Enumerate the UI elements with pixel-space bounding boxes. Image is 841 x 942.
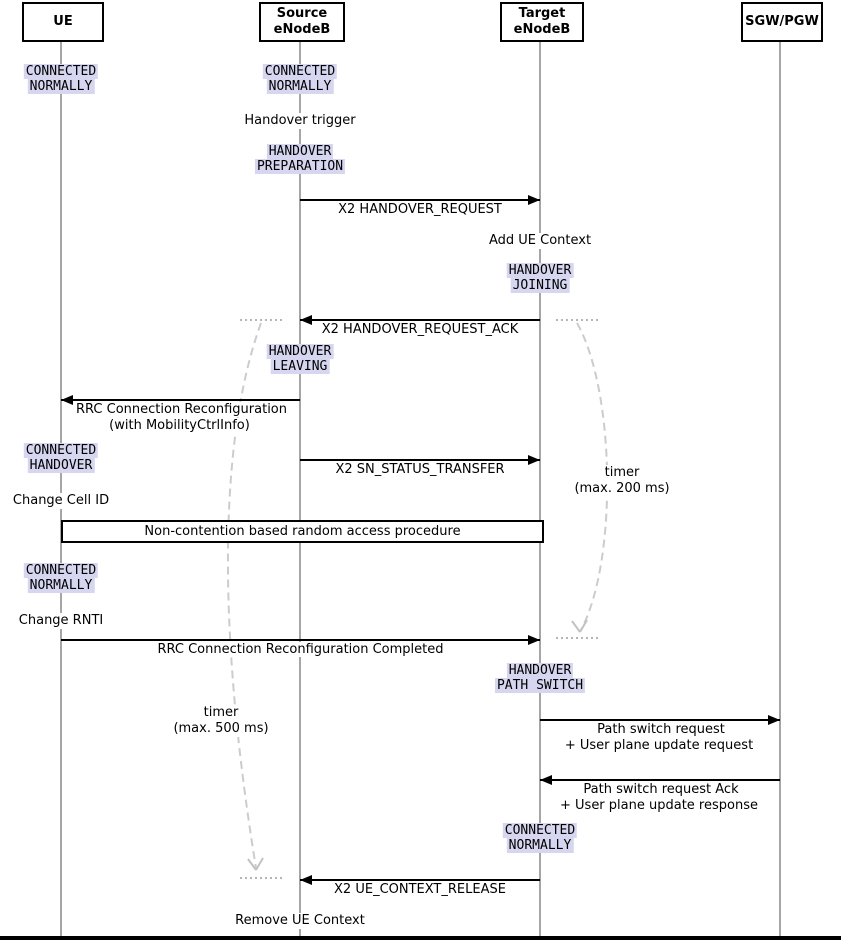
message-label-text: Path switch request Ack + User plane upd… bbox=[560, 782, 760, 813]
note-add-ue-context: Add UE Context bbox=[486, 233, 594, 249]
arrow-line bbox=[300, 319, 540, 321]
arrowhead-right-icon bbox=[528, 635, 540, 645]
message-label: Path switch request Ack + User plane upd… bbox=[540, 782, 780, 814]
arrowhead-left-icon bbox=[540, 775, 552, 785]
state-note-line: JOINING bbox=[510, 278, 570, 293]
arrow-line bbox=[540, 779, 780, 781]
timer-label-500ms: timer (max. 500 ms) bbox=[171, 705, 271, 737]
message-rrc-connection-reconfiguration-completed: RRC Connection Reconfiguration Completed bbox=[61, 635, 540, 658]
message-label: X2 HANDOVER_REQUEST_ACK bbox=[300, 322, 540, 338]
timer-arrowhead-500ms-icon bbox=[247, 857, 264, 871]
state-note-handover-joining: HANDOVER JOINING bbox=[506, 263, 574, 293]
state-note-line: CONNECTED bbox=[502, 823, 578, 838]
message-x2-sn-status-transfer: X2 SN_STATUS_TRANSFER bbox=[300, 455, 540, 478]
state-note-line: NORMALLY bbox=[27, 578, 95, 593]
message-label-text: X2 SN_STATUS_TRANSFER bbox=[333, 462, 507, 477]
lifeline-sgw-pgw bbox=[779, 40, 781, 936]
arrowhead-right-icon bbox=[768, 715, 780, 725]
message-path-switch-request-ack: Path switch request Ack + User plane upd… bbox=[540, 775, 780, 814]
arrow-line bbox=[300, 459, 540, 461]
message-label: Path switch request + User plane update … bbox=[540, 722, 780, 754]
state-note-handover-preparation: HANDOVER PREPARATION bbox=[254, 144, 346, 174]
state-note-ue-connected-normally-2: CONNECTED NORMALLY bbox=[23, 563, 99, 593]
message-label-text: Path switch request + User plane update … bbox=[564, 722, 756, 753]
lifeline-ue bbox=[60, 40, 62, 936]
lifeline-source-enodeb bbox=[299, 40, 301, 936]
state-note-line: PREPARATION bbox=[254, 159, 346, 174]
note-handover-trigger: Handover trigger bbox=[242, 113, 358, 129]
arrow-line bbox=[300, 199, 540, 201]
state-note-line: HANDOVER bbox=[506, 263, 574, 278]
actor-source-enodeb: Source eNodeB bbox=[259, 2, 345, 42]
lifeline-target-enodeb bbox=[539, 40, 541, 936]
message-x2-ue-context-release: X2 UE_CONTEXT_RELEASE bbox=[300, 875, 540, 898]
state-note-line: NORMALLY bbox=[506, 838, 574, 853]
note-change-cell-id: Change Cell ID bbox=[10, 493, 112, 509]
actor-ue: UE bbox=[22, 2, 104, 42]
message-x2-handover-request: X2 HANDOVER_REQUEST bbox=[300, 195, 540, 218]
arrow-line bbox=[61, 399, 300, 401]
state-note-line: CONNECTED bbox=[262, 64, 338, 79]
message-path-switch-request: Path switch request + User plane update … bbox=[540, 715, 780, 754]
actor-sgw-pgw: SGW/PGW bbox=[741, 2, 823, 42]
message-label: RRC Connection Reconfiguration Completed bbox=[61, 642, 540, 658]
message-rrc-connection-reconfiguration: RRC Connection Reconfiguration (with Mob… bbox=[61, 395, 300, 434]
state-note-line: CONNECTED bbox=[23, 64, 99, 79]
arrow-line bbox=[300, 879, 540, 881]
state-note-line: NORMALLY bbox=[27, 79, 95, 94]
random-access-procedure-box: Non-contention based random access proce… bbox=[61, 520, 544, 543]
message-label-text: X2 HANDOVER_REQUEST bbox=[336, 202, 504, 217]
state-note-handover-leaving: HANDOVER LEAVING bbox=[266, 344, 334, 374]
arrowhead-right-icon bbox=[528, 455, 540, 465]
arrow-line bbox=[61, 639, 540, 641]
arrowhead-left-icon bbox=[300, 875, 312, 885]
timer-arrowhead-200ms-icon bbox=[571, 619, 588, 633]
state-note-line: HANDOVER bbox=[266, 344, 334, 359]
actor-label: Source eNodeB bbox=[273, 6, 331, 37]
actor-label: SGW/PGW bbox=[745, 14, 819, 29]
timer-label-200ms: timer (max. 200 ms) bbox=[572, 465, 672, 497]
state-note-line: PATH SWITCH bbox=[494, 678, 586, 693]
message-label: X2 SN_STATUS_TRANSFER bbox=[300, 462, 540, 478]
arrow-line bbox=[540, 719, 780, 721]
note-change-rnti: Change RNTI bbox=[16, 613, 106, 629]
note-remove-ue-context: Remove UE Context bbox=[233, 913, 367, 929]
message-label: RRC Connection Reconfiguration (with Mob… bbox=[61, 402, 300, 434]
state-note-line: HANDOVER bbox=[27, 458, 95, 473]
message-label: X2 UE_CONTEXT_RELEASE bbox=[300, 882, 540, 898]
arrowhead-left-icon bbox=[61, 395, 73, 405]
state-note-line: HANDOVER bbox=[506, 663, 574, 678]
state-note-line: NORMALLY bbox=[266, 79, 334, 94]
state-note-handover-path-switch: HANDOVER PATH SWITCH bbox=[494, 663, 586, 693]
diagram-bottom-line bbox=[0, 936, 841, 940]
state-note-ue-connected-normally-1: CONNECTED NORMALLY bbox=[23, 64, 99, 94]
message-label-text: RRC Connection Reconfiguration (with Mob… bbox=[74, 402, 287, 433]
message-label-text: X2 HANDOVER_REQUEST_ACK bbox=[319, 322, 521, 337]
timer-curve-500ms bbox=[226, 322, 262, 869]
state-note-line: HANDOVER bbox=[266, 144, 334, 159]
arrowhead-right-icon bbox=[528, 195, 540, 205]
actor-label: UE bbox=[53, 14, 73, 29]
message-label-text: RRC Connection Reconfiguration Completed bbox=[155, 642, 446, 657]
state-note-line: CONNECTED bbox=[23, 443, 99, 458]
state-note-ue-connected-handover: CONNECTED HANDOVER bbox=[23, 443, 99, 473]
state-note-source-connected-normally: CONNECTED NORMALLY bbox=[262, 64, 338, 94]
random-access-procedure-label: Non-contention based random access proce… bbox=[144, 524, 461, 539]
message-x2-handover-request-ack: X2 HANDOVER_REQUEST_ACK bbox=[300, 315, 540, 338]
message-label: X2 HANDOVER_REQUEST bbox=[300, 202, 540, 218]
state-note-target-connected-normally: CONNECTED NORMALLY bbox=[502, 823, 578, 853]
state-note-line: LEAVING bbox=[270, 359, 330, 374]
message-label-text: X2 UE_CONTEXT_RELEASE bbox=[332, 882, 508, 897]
arrowhead-left-icon bbox=[300, 315, 312, 325]
state-note-line: CONNECTED bbox=[23, 563, 99, 578]
actor-label: Target eNodeB bbox=[513, 6, 571, 37]
actor-target-enodeb: Target eNodeB bbox=[500, 2, 584, 42]
